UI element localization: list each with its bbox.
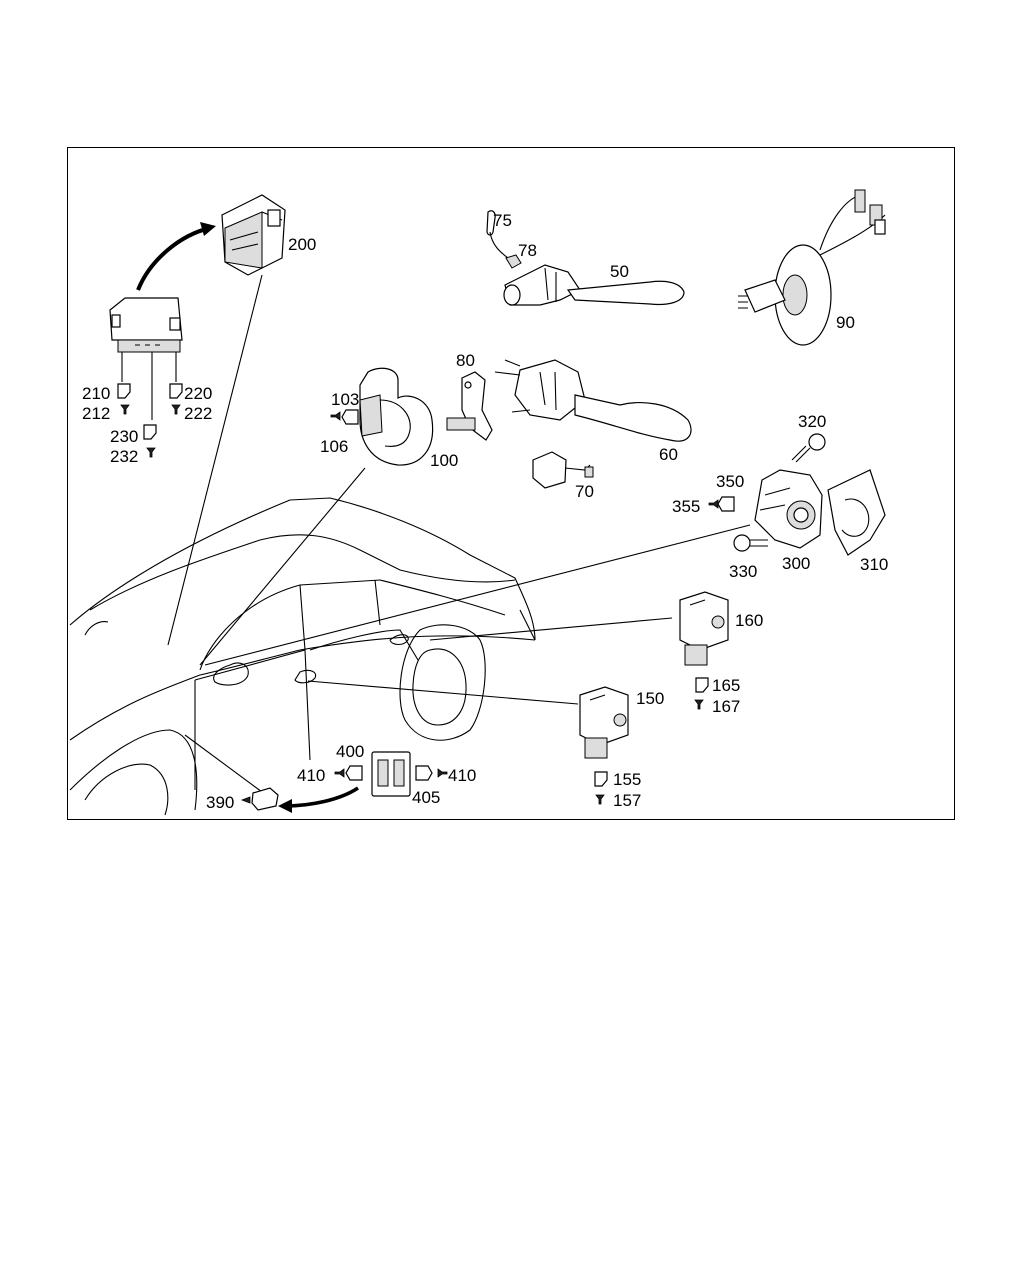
callout-labels: 200 210 212 220 222 230 232 75 78 50 90 …: [82, 211, 888, 812]
part-320-screw: [791, 433, 826, 463]
callout-70: 70: [575, 482, 594, 501]
callout-106: 106: [320, 437, 348, 456]
callout-100: 100: [430, 451, 458, 470]
pin-icons: [120, 404, 719, 805]
callout-103: 103: [331, 390, 359, 409]
diagram-frame: [67, 147, 955, 820]
part-60-lever: [494, 359, 692, 442]
callout-80: 80: [456, 351, 475, 370]
callout-405: 405: [412, 788, 440, 807]
leader-lines: [121, 274, 751, 793]
part-150-switch: [579, 686, 629, 759]
callout-212: 212: [82, 404, 110, 423]
callout-232: 232: [110, 447, 138, 466]
part-50-switch: [486, 210, 685, 306]
callout-78: 78: [518, 241, 537, 260]
callout-300: 300: [782, 554, 810, 573]
callout-330: 330: [729, 562, 757, 581]
part-390-connector: [240, 787, 279, 811]
callout-210: 210: [82, 384, 110, 403]
part-330-screw: [733, 534, 768, 552]
callout-220: 220: [184, 384, 212, 403]
callout-222: 222: [184, 404, 212, 423]
callout-400: 400: [336, 742, 364, 761]
callout-50: 50: [610, 262, 629, 281]
part-160-switch: [679, 591, 729, 666]
connector-icons: [117, 383, 735, 787]
part-200-module: [221, 194, 286, 276]
callout-310: 310: [860, 555, 888, 574]
part-310-cover: [827, 469, 886, 556]
part-300-control: [754, 469, 823, 549]
callout-155: 155: [613, 770, 641, 789]
callout-60: 60: [659, 445, 678, 464]
callout-90: 90: [836, 313, 855, 332]
callout-410-left: 410: [297, 766, 325, 785]
callout-150: 150: [636, 689, 664, 708]
callout-200: 200: [288, 235, 316, 254]
callout-355: 355: [672, 497, 700, 516]
callout-320: 320: [798, 412, 826, 431]
callout-165: 165: [712, 676, 740, 695]
callout-350: 350: [716, 472, 744, 491]
part-80-bracket: [446, 371, 493, 441]
part-70-switch: [532, 451, 594, 489]
part-400-switch: [371, 751, 411, 797]
callout-230: 230: [110, 427, 138, 446]
part-90-clockspring: [738, 189, 886, 346]
callout-160: 160: [735, 611, 763, 630]
part-100-ring: [359, 367, 434, 466]
callout-410-right: 410: [448, 766, 476, 785]
callout-390: 390: [206, 793, 234, 812]
callout-75: 75: [493, 211, 512, 230]
arrow-to-390: [278, 786, 359, 813]
part-control-unit: [109, 297, 183, 353]
arrow-to-200: [136, 222, 216, 291]
callout-157: 157: [613, 791, 641, 810]
callout-167: 167: [712, 697, 740, 716]
